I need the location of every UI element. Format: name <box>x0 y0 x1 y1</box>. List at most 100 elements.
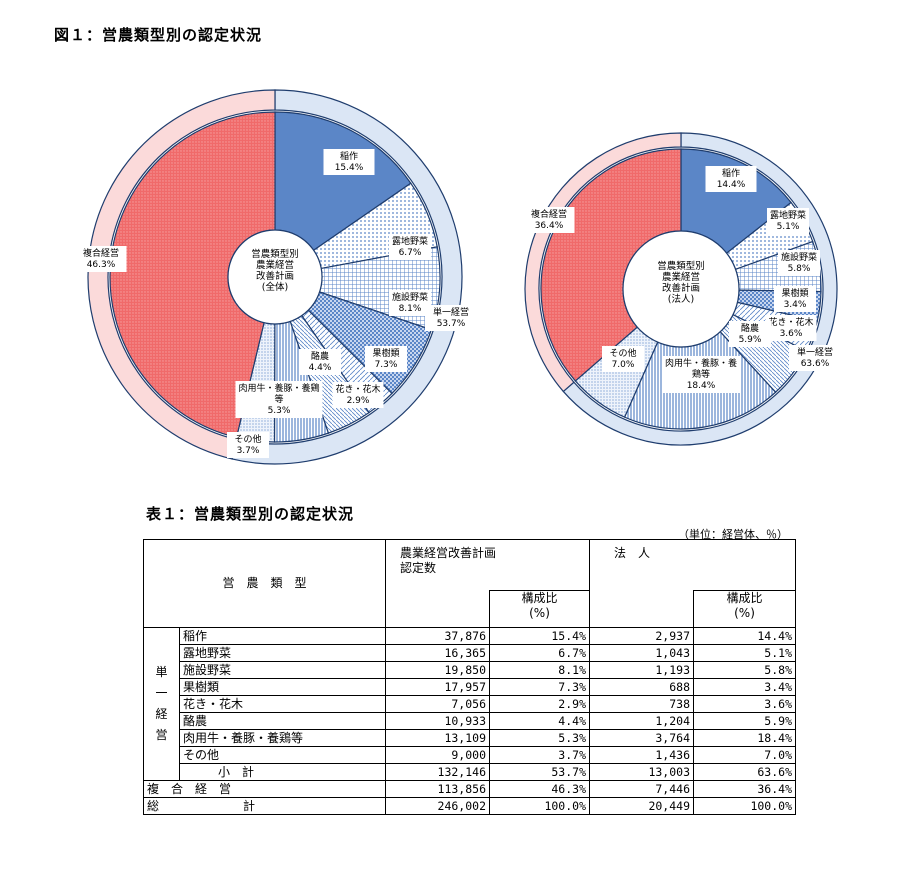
row-corp-ratio: 7.0% <box>693 746 796 764</box>
row-corp-count: 738 <box>589 695 694 713</box>
subtotal-row-count: 132,146 <box>385 763 490 781</box>
total-row-ratio: 100.0% <box>489 797 590 815</box>
table-title: 表１：営農類型別の認定状況 <box>146 505 355 523</box>
row-name: 肉用牛・養豚・養鶏等 <box>179 729 386 747</box>
pie-center-label: 営農類型別農業経営改善計画(法人) <box>657 260 705 305</box>
row-count: 13,109 <box>385 729 490 747</box>
single-group-label: 単一経営 <box>143 627 180 781</box>
row-corp-ratio: 5.1% <box>693 644 796 662</box>
data-table: 営 農 類 型 農業経営改善計画 認定数 法 人 構成比 (%) 構成比 (%)… <box>143 539 796 815</box>
row-name: 稲作 <box>179 627 386 645</box>
row-name: 施設野菜 <box>179 661 386 679</box>
row-count: 17,957 <box>385 678 490 696</box>
header-ratio: 構成比 (%) <box>489 590 590 628</box>
row-ratio: 15.4% <box>489 627 590 645</box>
row-count: 10,933 <box>385 712 490 730</box>
figure-title: 図１：営農類型別の認定状況 <box>54 26 263 44</box>
row-corp-ratio: 5.8% <box>693 661 796 679</box>
outer-ring-composite <box>87 89 276 460</box>
pie-center-label: 営農類型別農業経営改善計画(全体) <box>251 248 299 293</box>
row-name: 果樹類 <box>179 678 386 696</box>
row-ratio: 6.7% <box>489 644 590 662</box>
subtotal-row-corp-ratio: 63.6% <box>693 763 796 781</box>
row-corp-ratio: 5.9% <box>693 712 796 730</box>
composite-row-corp-count: 7,446 <box>589 780 694 798</box>
row-ratio: 5.3% <box>489 729 590 747</box>
total-row-corp-count: 20,449 <box>589 797 694 815</box>
row-corp-ratio: 3.6% <box>693 695 796 713</box>
row-corp-count: 1,204 <box>589 712 694 730</box>
row-name: 花き・花木 <box>179 695 386 713</box>
header-corp-ratio: 構成比 (%) <box>693 590 796 628</box>
row-ratio: 7.3% <box>489 678 590 696</box>
header-corporation: 法 人 <box>589 539 796 591</box>
outer-ring-composite <box>524 132 682 393</box>
composite-row-count: 113,856 <box>385 780 490 798</box>
row-corp-count: 1,193 <box>589 661 694 679</box>
row-count: 19,850 <box>385 661 490 679</box>
row-name: その他 <box>179 746 386 764</box>
composite-row-corp-ratio: 36.4% <box>693 780 796 798</box>
row-count: 37,876 <box>385 627 490 645</box>
header-blank <box>589 590 694 628</box>
header-total: 農業経営改善計画 認定数 <box>385 539 590 591</box>
row-ratio: 2.9% <box>489 695 590 713</box>
subtotal-row-ratio: 53.7% <box>489 763 590 781</box>
row-ratio: 3.7% <box>489 746 590 764</box>
row-corp-count: 688 <box>589 678 694 696</box>
row-count: 7,056 <box>385 695 490 713</box>
composite-row-label: 複 合 経 営 <box>143 780 386 798</box>
row-corp-ratio: 18.4% <box>693 729 796 747</box>
row-ratio: 4.4% <box>489 712 590 730</box>
row-ratio: 8.1% <box>489 661 590 679</box>
row-name: 酪農 <box>179 712 386 730</box>
row-corp-ratio: 14.4% <box>693 627 796 645</box>
unit-note: （単位：経営体、％） <box>678 528 788 541</box>
row-count: 9,000 <box>385 746 490 764</box>
header-blank <box>385 590 490 628</box>
row-corp-ratio: 3.4% <box>693 678 796 696</box>
total-row-count: 246,002 <box>385 797 490 815</box>
subtotal-row-corp-count: 13,003 <box>589 763 694 781</box>
subtotal-row-label: 小 計 <box>179 763 386 781</box>
header-type: 営 農 類 型 <box>143 539 386 628</box>
total-row-label: 総 計 <box>143 797 386 815</box>
total-row-corp-ratio: 100.0% <box>693 797 796 815</box>
row-name: 露地野菜 <box>179 644 386 662</box>
row-count: 16,365 <box>385 644 490 662</box>
row-corp-count: 1,436 <box>589 746 694 764</box>
row-corp-count: 1,043 <box>589 644 694 662</box>
